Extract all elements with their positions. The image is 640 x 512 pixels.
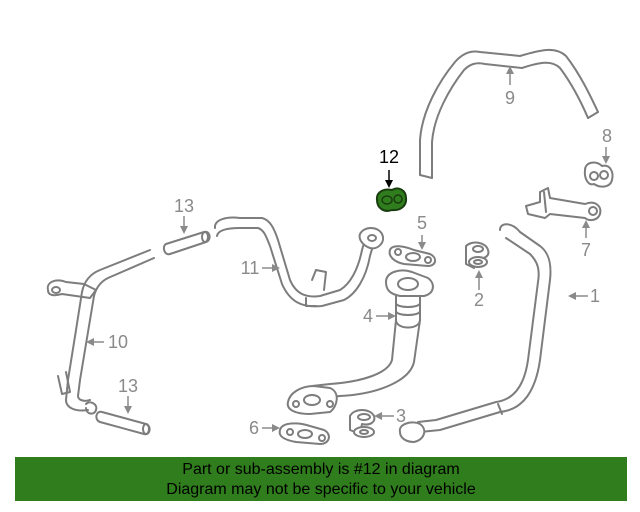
callout-6: 6 — [249, 418, 259, 438]
part-7-fitting[interactable] — [525, 187, 602, 222]
callout-7: 7 — [581, 240, 591, 260]
banner-line-part: Part or sub-assembly is #12 in diagram — [182, 461, 460, 478]
callout-11: 11 — [241, 258, 260, 278]
banner-line-disclaimer: Diagram may not be specific to your vehi… — [166, 481, 476, 498]
part-3-clamp[interactable] — [349, 409, 376, 438]
part-8-clamp[interactable] — [583, 161, 614, 188]
callout-1: 1 — [590, 286, 600, 306]
part-12-grommet[interactable] — [375, 187, 408, 212]
part-1-pipe[interactable] — [398, 223, 552, 443]
part-9-hose[interactable] — [419, 49, 599, 179]
part-13-hose-bottom[interactable] — [95, 410, 151, 436]
callout-9: 9 — [505, 88, 515, 108]
callout-4: 4 — [363, 306, 373, 326]
callout-13-bottom: 13 — [118, 376, 138, 396]
part-info-banner: Part or sub-assembly is #12 in diagram D… — [15, 457, 627, 501]
callout-8: 8 — [602, 126, 612, 146]
callout-3: 3 — [396, 406, 406, 426]
callout-2: 2 — [474, 290, 484, 310]
callout-5: 5 — [417, 213, 427, 233]
callout-13-top: 13 — [174, 196, 194, 216]
part-10-pipe[interactable] — [46, 249, 155, 415]
part-4-pipe[interactable] — [286, 269, 434, 415]
part-5-gasket[interactable] — [388, 245, 436, 267]
part-2-clamp[interactable] — [465, 241, 490, 269]
part-11-pipe[interactable] — [214, 216, 384, 308]
part-13-hose-top[interactable] — [162, 230, 211, 256]
callout-10: 10 — [108, 332, 128, 352]
part-6-gasket[interactable] — [278, 422, 330, 445]
leader-lines — [86, 66, 610, 432]
callout-12: 12 — [379, 147, 399, 167]
